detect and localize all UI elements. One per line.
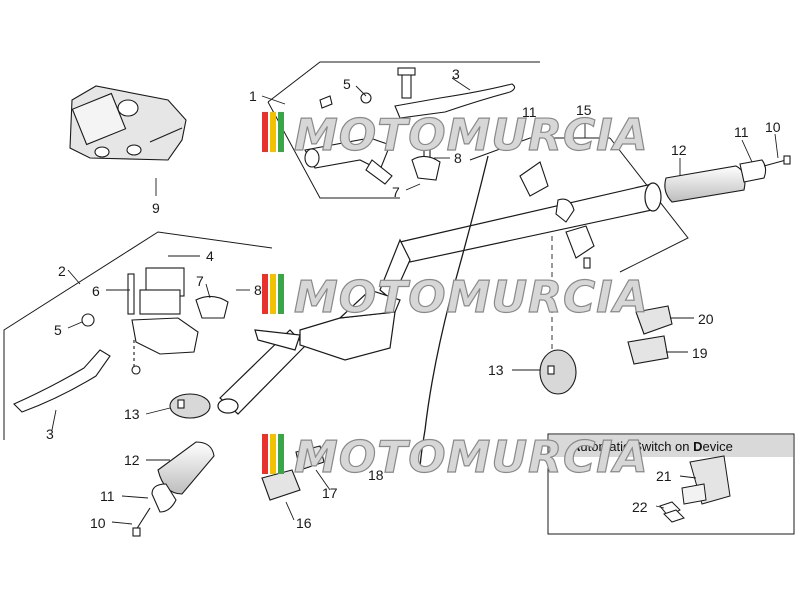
callout-10: 10: [90, 515, 106, 531]
callout-7: 7: [392, 184, 400, 200]
auto-switch-part-21: [681, 455, 731, 505]
callout-6: 6: [92, 283, 100, 299]
callout-11: 11: [734, 124, 749, 140]
callout-4: 4: [206, 248, 214, 264]
callout-5: 5: [54, 322, 62, 338]
callout-8: 8: [454, 150, 462, 166]
watermark-text: MOTOMURCIA: [294, 110, 649, 161]
watermark-bottom: MOTOMURCIA: [262, 431, 649, 484]
callout-11: 11: [100, 488, 115, 504]
left-master-cylinder: [13, 267, 229, 413]
callout-16: 16: [296, 515, 312, 531]
right-grip-assembly: [664, 155, 791, 203]
callout-20: 20: [698, 311, 714, 327]
callout-10: 10: [765, 119, 781, 135]
leader-lines: [51, 77, 779, 525]
callout-17: 17: [322, 485, 338, 501]
inset-title: Automatic Switch on Device: [571, 439, 733, 454]
callout-numbers: 1 3 5 8 7 9 2 4 6 7 8 5 3 13 12 11 10 15…: [46, 66, 781, 531]
callout-8: 8: [254, 282, 262, 298]
watermark-text: MOTOMURCIA: [294, 272, 649, 323]
watermark-middle: MOTOMURCIA: [262, 271, 649, 324]
callout-22: 22: [632, 499, 648, 515]
plate-part-13-left: [169, 393, 211, 419]
callout-18: 18: [368, 467, 384, 483]
top-lever-assembly: [304, 67, 516, 185]
switch-parts-19-20: [627, 305, 673, 365]
callout-3: 3: [46, 426, 54, 442]
left-grip-assembly: [132, 441, 215, 537]
callout-5: 5: [343, 76, 351, 92]
inset-automatic-switch-box: Automatic Switch on Device: [547, 433, 795, 535]
watermark-top: MOTOMURCIA: [262, 109, 649, 162]
plate-part-13-right: [539, 349, 577, 395]
watermark-text: MOTOMURCIA: [294, 432, 649, 483]
callout-13: 13: [124, 406, 140, 422]
callout-3: 3: [452, 66, 460, 82]
callout-13: 13: [488, 362, 504, 378]
callout-19: 19: [692, 345, 708, 361]
callout-11: 11: [522, 104, 537, 120]
callout-15: 15: [576, 102, 592, 118]
switch-parts-16-17: [261, 445, 325, 501]
callout-21: 21: [656, 468, 672, 484]
reservoir-part-9: [69, 85, 187, 161]
callout-12: 12: [124, 452, 140, 468]
auto-switch-part-22: [659, 501, 685, 523]
throttle-housing: [519, 161, 595, 269]
handlebar-tube: [217, 182, 662, 415]
callout-1: 1: [249, 88, 257, 104]
callout-2: 2: [58, 263, 66, 279]
callout-9: 9: [152, 200, 160, 216]
throttle-cable: [419, 155, 489, 471]
callout-7: 7: [196, 273, 204, 289]
callout-12: 12: [671, 142, 687, 158]
group-outlines: [3, 61, 689, 440]
